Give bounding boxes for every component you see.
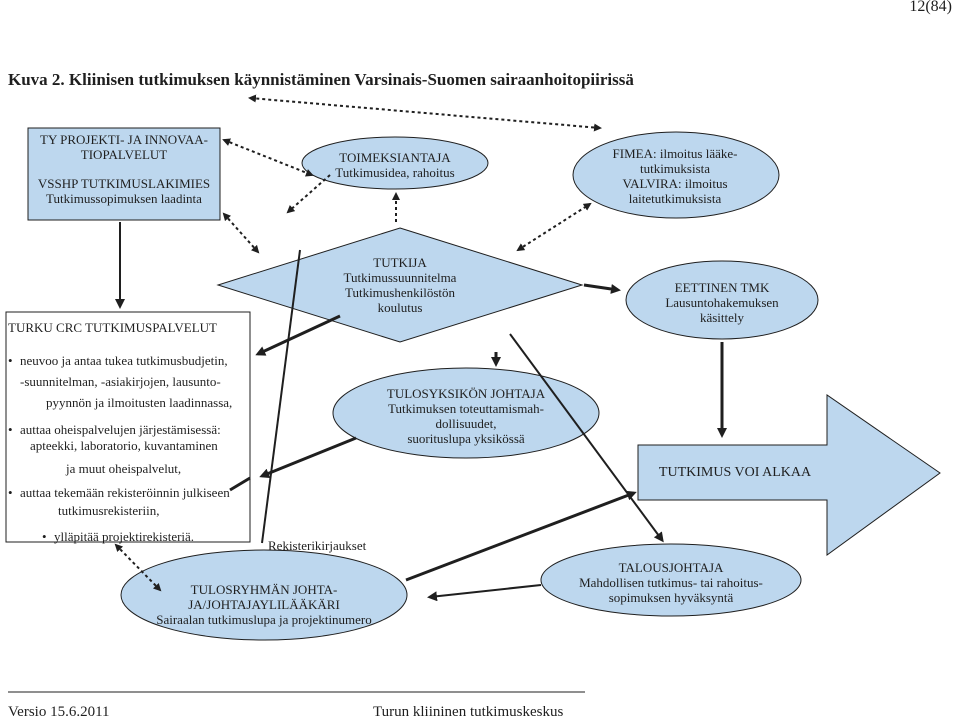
arrow-tutkija-talous [509, 333, 664, 543]
tutkimus-voi-alkaa-label: TUTKIMUS VOI ALKAA [658, 465, 812, 480]
tulosryhma-line3: Sairaalan tutkimuslupa ja projektinumero [156, 612, 372, 627]
tulosyksikko-line3: dollisuudet, [435, 416, 497, 431]
arrow-tutkija-eettinen [583, 283, 621, 294]
crc-line: apteekki, laboratorio, kuvantaminen [30, 438, 218, 453]
toimeksiantaja-text: TOIMEKSIANTAJA Tutkimusidea, rahoitus [305, 150, 485, 180]
arrow-tulosryhma-voi-alkaa [405, 490, 637, 582]
bullet-dot-icon: • [8, 422, 13, 437]
talousjohtaja-line3: sopimuksen hyväksyntä [608, 590, 734, 605]
fimea-line4: laitetutkimuksista [628, 191, 722, 206]
fimea-line2: tutkimuksista [639, 161, 711, 176]
crc-line: pyynnön ja ilmoitusten laadinnassa, [46, 395, 233, 410]
tulosryhma-ellipse [120, 549, 408, 641]
crc-line: ylläpitää projektirekisteriä. [54, 529, 195, 544]
eettinen-line2: Lausuntohakemuksen [665, 295, 779, 310]
crc-line: tutkimusrekisteriin, [58, 503, 160, 518]
page-number: 12(84) [909, 0, 952, 15]
turku-crc-box [5, 311, 251, 543]
ty-projekti-line4: Tutkimussopimuksen laadinta [46, 191, 202, 206]
bullet-dot-icon: • [8, 353, 13, 368]
arrow-tutkija-fimea [516, 202, 592, 252]
crc-line: auttaa tekemään rekisteröinnin julkiseen [20, 485, 230, 500]
footer-version: Versio 15.6.2011 [8, 704, 110, 720]
tulosryhma-text: TULOSRYHMÄN JOHTA- JA/JOHTAJAYLILÄÄKÄRI … [154, 582, 374, 627]
eettinen-ellipse [625, 260, 819, 340]
arrow-talous-tulosryhma [427, 584, 542, 602]
tulosyksikko-line2: Tutkimuksen toteuttamismah- [388, 401, 544, 416]
eettinen-text: EETTINEN TMK Lausuntohakemuksen käsittel… [632, 280, 812, 325]
ty-projekti-box [27, 127, 221, 221]
talousjohtaja-text: TALOUSJOHTAJA Mahdollisen tutkimus- tai … [566, 560, 776, 605]
fimea-text: FIMEA: ilmoitus lääke- tutkimuksista VAL… [585, 146, 765, 206]
tulosryhma-line2: JA/JOHTAJAYLILÄÄKÄRI [188, 597, 340, 612]
tutkija-line2: Tutkimussuunnitelma [343, 270, 457, 285]
tutkija-text: TUTKIJA Tutkimussuunnitelma Tutkimushenk… [310, 255, 490, 315]
figure-title: Kuva 2. Kliinisen tutkimuksen käynnistäm… [8, 70, 634, 89]
crc-line: neuvoo ja antaa tukea tutkimusbudjetin, [20, 353, 228, 368]
bullet-dot-icon: • [42, 529, 47, 544]
tutkija-line3: Tutkimushenkilöstön [344, 285, 456, 300]
fimea-line1: FIMEA: ilmoitus lääke- [612, 146, 738, 161]
arrow-tutkija-rekisteri [261, 249, 301, 544]
talousjohtaja-line1: TALOUSJOHTAJA [618, 560, 724, 575]
tutkija-line1: TUTKIJA [373, 255, 427, 270]
toimeksiantaja-line1: TOIMEKSIANTAJA [339, 150, 451, 165]
fimea-ellipse [572, 131, 780, 219]
toimeksiantaja-line2: Tutkimusidea, rahoitus [335, 165, 455, 180]
tutkimus-voi-alkaa-arrow [637, 394, 941, 556]
footer-organization: Turun kliininen tutkimuskeskus [373, 704, 564, 720]
fimea-line3: VALVIRA: ilmoitus [622, 176, 728, 191]
talousjohtaja-ellipse [540, 543, 802, 617]
arrow-crc-tulosryhma [229, 476, 251, 492]
eettinen-line3: käsittely [699, 310, 745, 325]
arrow-ty-tutkija [222, 212, 260, 254]
rekisterikirjaukset-label: Rekisterikirjaukset [268, 538, 367, 553]
tulosyksikko-line4: suorituslupa yksikössä [407, 431, 525, 446]
talousjohtaja-line2: Mahdollisen tutkimus- tai rahoitus- [579, 575, 763, 590]
crc-line: ja muut oheispalvelut, [66, 461, 182, 476]
arrow-tulosyksikko-tulosryhma [259, 436, 357, 479]
tulosryhma-line1: TULOSRYHMÄN JOHTA- [190, 582, 338, 597]
tulosyksikko-line1: TULOSYKSIKÖN JOHTAJA [386, 386, 546, 401]
arrow-tutkija-crc [255, 314, 341, 356]
tutkija-line4: koulutus [377, 300, 423, 315]
tulosyksikko-ellipse [332, 367, 600, 459]
eettinen-line1: EETTINEN TMK [674, 280, 770, 295]
arrow-toimeksiantaja-talous [286, 174, 331, 214]
ty-projekti-line2: TIOPALVELUT [80, 147, 168, 162]
ty-projekti-line1: TY PROJEKTI- JA INNOVAA- [40, 132, 208, 147]
turku-crc-title: TURKU CRC TUTKIMUSPALVELUT [8, 320, 217, 335]
arrow-crc-rekisteri [114, 543, 162, 592]
bullet-dot-icon: • [8, 485, 13, 500]
tulosyksikko-text: TULOSYKSIKÖN JOHTAJA Tutkimuksen toteutt… [366, 386, 566, 446]
crc-line: -suunnitelman, -asiakirjojen, lausunto- [20, 374, 221, 389]
ty-projekti-text: TY PROJEKTI- JA INNOVAA- TIOPALVELUT VSS… [30, 132, 218, 206]
tutkija-diamond [216, 227, 584, 343]
arrow-ty-toimeksiantaja [222, 138, 314, 177]
arrow-turku-ty-dashed [248, 94, 602, 132]
crc-line: auttaa oheispalvelujen järjestämisessä: [20, 422, 221, 437]
ty-projekti-line3: VSSHP TUTKIMUSLAKIMIES [37, 176, 211, 191]
